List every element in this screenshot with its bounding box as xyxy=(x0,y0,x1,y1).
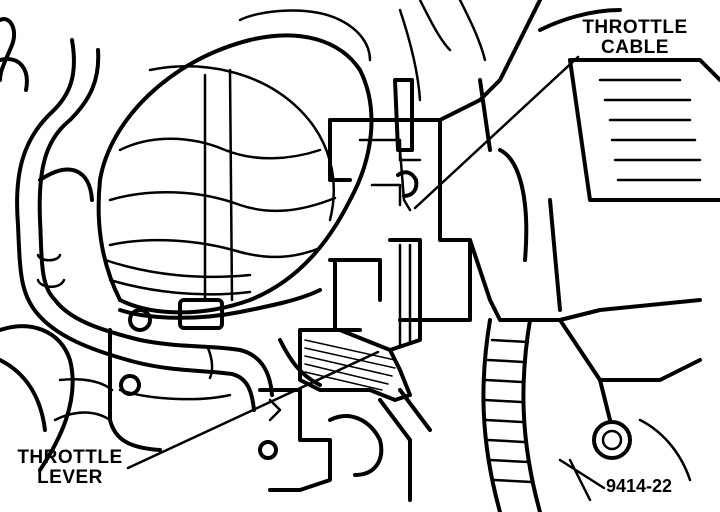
throttle-cable-callout-line-2: CABLE xyxy=(601,37,669,58)
throttle-lever-callout-line-1: THROTTLE xyxy=(17,447,123,468)
throttle-cable-callout: THROTTLE CABLE xyxy=(580,18,690,58)
figure-number-leader xyxy=(558,458,606,490)
throttle-bracket xyxy=(328,78,472,352)
throttle-lever-leader xyxy=(126,350,380,470)
throttle-lever-callout: THROTTLE LEVER xyxy=(14,448,126,488)
mounting-bolt xyxy=(568,418,692,502)
ribbed-hose xyxy=(481,318,542,512)
throttle-body xyxy=(53,288,322,452)
figure-number: 9414-22 xyxy=(606,476,673,496)
vacuum-hose xyxy=(15,38,274,412)
fender-panel xyxy=(438,0,720,422)
air-intake-duct xyxy=(96,0,487,315)
throttle-cable-leader xyxy=(413,55,580,210)
throttle-lever-assembly xyxy=(258,328,432,502)
throttle-cable-callout-line-1: THROTTLE xyxy=(582,17,688,38)
callout-leaders xyxy=(126,55,606,490)
throttle-lever-callout-line-2: LEVER xyxy=(37,467,103,488)
engine-bay-outline xyxy=(0,17,94,472)
